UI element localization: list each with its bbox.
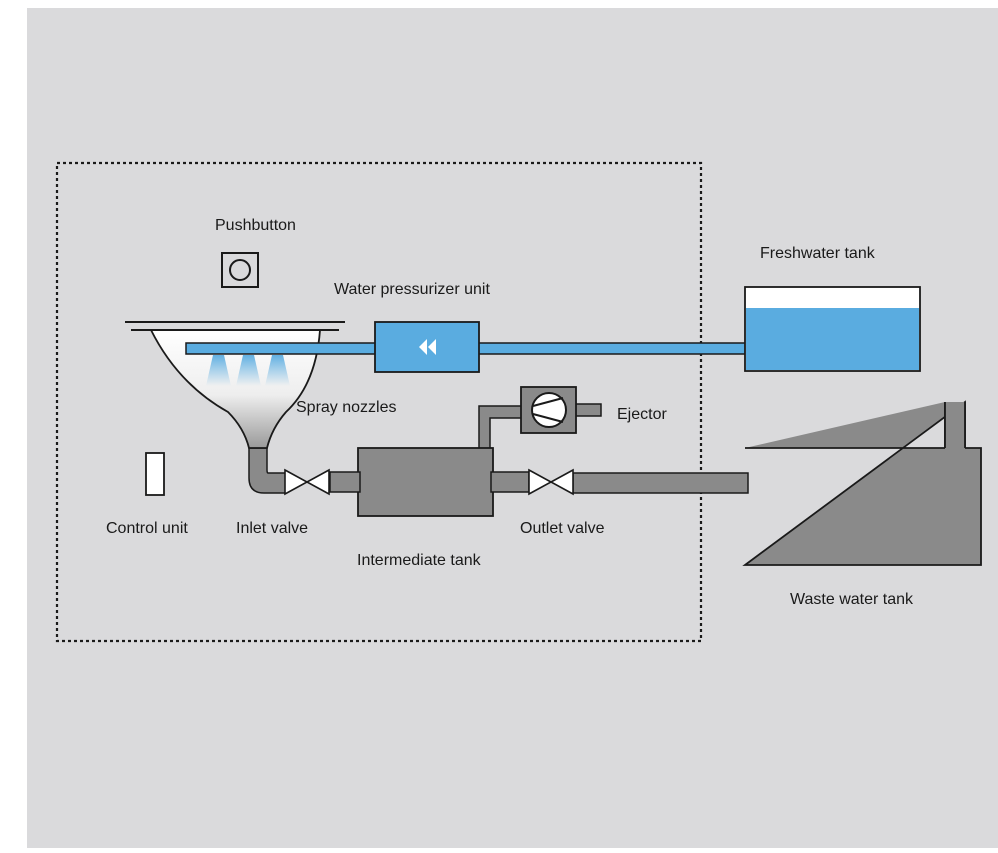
spray-jet-3 bbox=[265, 355, 290, 386]
control-unit bbox=[145, 452, 165, 496]
outlet-stub bbox=[490, 471, 530, 493]
ejector-pump bbox=[520, 386, 577, 434]
inlet-valve bbox=[284, 468, 330, 496]
label-freshwater-tank: Freshwater tank bbox=[760, 245, 876, 262]
intermediate-tank bbox=[357, 447, 494, 517]
freshwater-level bbox=[746, 308, 919, 370]
label-inlet-valve: Inlet valve bbox=[236, 520, 308, 537]
label-pushbutton: Pushbutton bbox=[215, 217, 296, 234]
label-spray-nozzles: Spray nozzles bbox=[296, 399, 397, 416]
system-boundary bbox=[55, 161, 703, 643]
outlet-valve bbox=[528, 468, 574, 496]
spray-jet-1 bbox=[206, 355, 231, 386]
pushbutton-circle bbox=[229, 259, 251, 281]
pressurizer-arrows-icon bbox=[419, 339, 436, 355]
label-ejector: Ejector bbox=[617, 406, 667, 423]
label-outlet-valve: Outlet valve bbox=[520, 520, 605, 537]
inlet-stub bbox=[329, 471, 361, 493]
label-waste-water-tank: Waste water tank bbox=[790, 591, 914, 608]
waste-tank-vent bbox=[945, 402, 965, 452]
label-control-unit: Control unit bbox=[106, 520, 188, 537]
label-water-pressurizer-unit: Water pressurizer unit bbox=[334, 281, 490, 298]
spray-jet-2 bbox=[236, 355, 261, 386]
label-intermediate-tank: Intermediate tank bbox=[357, 552, 482, 569]
pushbutton bbox=[221, 252, 259, 288]
ejector-outlet-pipe bbox=[574, 403, 602, 417]
bowl-rim bbox=[125, 321, 345, 331]
outlet-pipe bbox=[572, 472, 749, 494]
